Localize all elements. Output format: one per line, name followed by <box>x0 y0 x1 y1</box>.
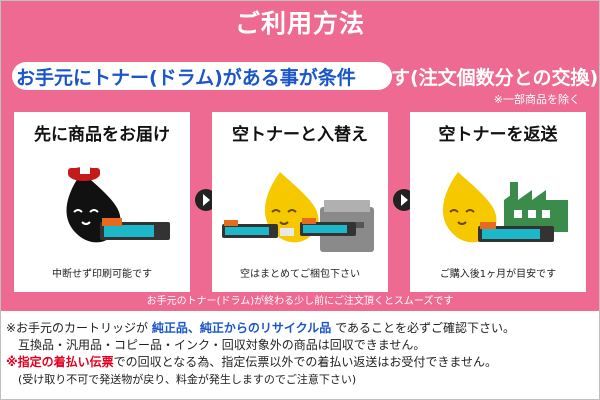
step-title-1: 先に商品をお届け <box>34 125 170 145</box>
note-line-4: (受け取り不可で発送物が戻り、料金が発生しますのでご注意下さい) <box>18 373 357 386</box>
note-1-highlight: 純正品、純正からのリサイクル品 <box>151 321 332 335</box>
arrow-right-icon <box>195 189 217 211</box>
note-3-highlight: ※指定の着払い伝票 <box>6 355 114 369</box>
step-caption-2: 空はまとめてご梱包下さい <box>240 269 360 280</box>
swap-mascot-illustration <box>222 172 374 252</box>
step-card-3: 空トナーを返送 ご購入後1ヶ月が目安です <box>410 112 586 292</box>
page-title: ご利用方法 <box>234 9 365 38</box>
note-line-3: ※指定の着払い伝票での回収となる為、指定伝票以外での着払い返送はお受付できません… <box>6 354 596 371</box>
step-card-2: 空トナーと入替え 空はまとめてご梱包下さい <box>212 112 388 292</box>
condition-badge <box>12 62 392 90</box>
notes-section: ※お手元のカートリッジが 純正品、純正からのリサイクル品 であることを必ずご確認… <box>6 320 596 388</box>
step-card-1: 先に商品をお届け 中断せず印刷可能です <box>14 112 190 292</box>
step-caption-1: 中断せず印刷可能です <box>52 269 152 280</box>
condition-suffix: です(注文個数分との交換) <box>372 67 599 89</box>
step-caption-3: ご購入後1ヶ月が目安です <box>439 269 557 280</box>
note-line-1: ※お手元のカートリッジが 純正品、純正からのリサイクル品 であることを必ずご確認… <box>6 320 596 337</box>
step-title-3: 空トナーを返送 <box>438 125 558 145</box>
step-title-2: 空トナーと入替え <box>232 125 368 145</box>
note-3-suffix: での回収となる為、指定伝票以外での着払い返送はお受付できません。 <box>113 355 497 369</box>
condition-exception: ※一部商品を除く <box>493 93 580 106</box>
note-line-2: 互換品・汎用品・コピー品・インク・回収対象外の商品は回収できません。 <box>18 338 426 352</box>
condition-highlight: お手元にトナー(ドラム)がある事が条件 <box>16 67 356 89</box>
arrow-right-icon <box>393 189 415 211</box>
flow-note: お手元のトナー(ドラム)が終わる少し前にご注文頂くとスムーズです <box>146 296 454 307</box>
note-1-suffix: であることを必ずご確認下さい。 <box>335 321 516 335</box>
note-1-prefix: ※お手元のカートリッジが <box>6 321 149 335</box>
return-mascot-illustration <box>442 172 568 243</box>
delivery-mascot-illustration <box>66 164 170 243</box>
